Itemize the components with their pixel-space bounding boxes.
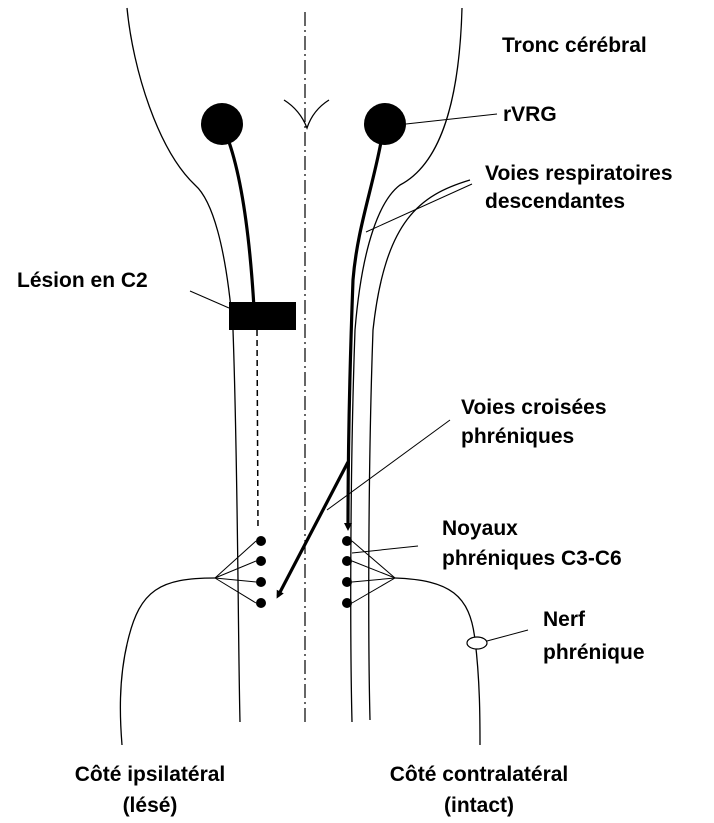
descending-pathway-right [348,142,381,528]
leader-nerve [487,630,528,641]
descending-pathway-left-dashed [257,330,258,530]
label-phrenic-nuclei-2: phréniques C3-C6 [442,547,622,570]
label-descending-pathways-2: descendantes [485,190,625,213]
c2-lesion-block [229,302,296,330]
phrenic-nucleus-dot [342,536,352,546]
dorsal-notch [284,100,329,128]
cord-inner-contour [369,180,470,720]
label-crossed-pathways: Voies croisées [461,396,607,419]
label-descending-pathways: Voies respiratoires [485,162,673,185]
phrenic-nucleus-dot [342,577,352,587]
phrenic-nucleus-dot [256,536,266,546]
phrenic-nerve-marker [467,637,487,649]
phrenic-nucleus-dot [342,598,352,608]
periphery-right [395,578,480,745]
periphery-left [120,578,215,745]
phrenic-nucleus-dot [256,556,266,566]
label-phrenic-nerve: Nerf [543,608,586,631]
label-ipsilateral-side-2: (lésé) [123,794,178,817]
rvrg-nucleus-right [364,103,406,145]
label-phrenic-nerve-2: phrénique [543,641,645,664]
label-lesion: Lésion en C2 [17,269,148,292]
label-rvrg: rVRG [503,103,557,126]
crossed-pathway [278,462,348,596]
label-crossed-pathways-2: phréniques [461,425,574,448]
label-phrenic-nuclei: Noyaux [442,517,518,540]
leader-lesion [190,291,229,308]
descending-pathway-left [229,142,254,308]
rvrg-nucleus-left [201,103,243,145]
phrenic-nucleus-dot [256,577,266,587]
phrenic-nucleus-dot [256,598,266,608]
nerve-root-fan-left [215,541,256,603]
leader-rvrg [406,114,497,124]
phrenic-nucleus-dot [342,556,352,566]
label-contralateral-side-2: (intact) [444,794,514,817]
label-contralateral-side: Côté contralatéral [390,763,569,786]
label-brainstem: Tronc cérébral [502,34,647,57]
label-ipsilateral-side: Côté ipsilatéral [75,763,226,786]
